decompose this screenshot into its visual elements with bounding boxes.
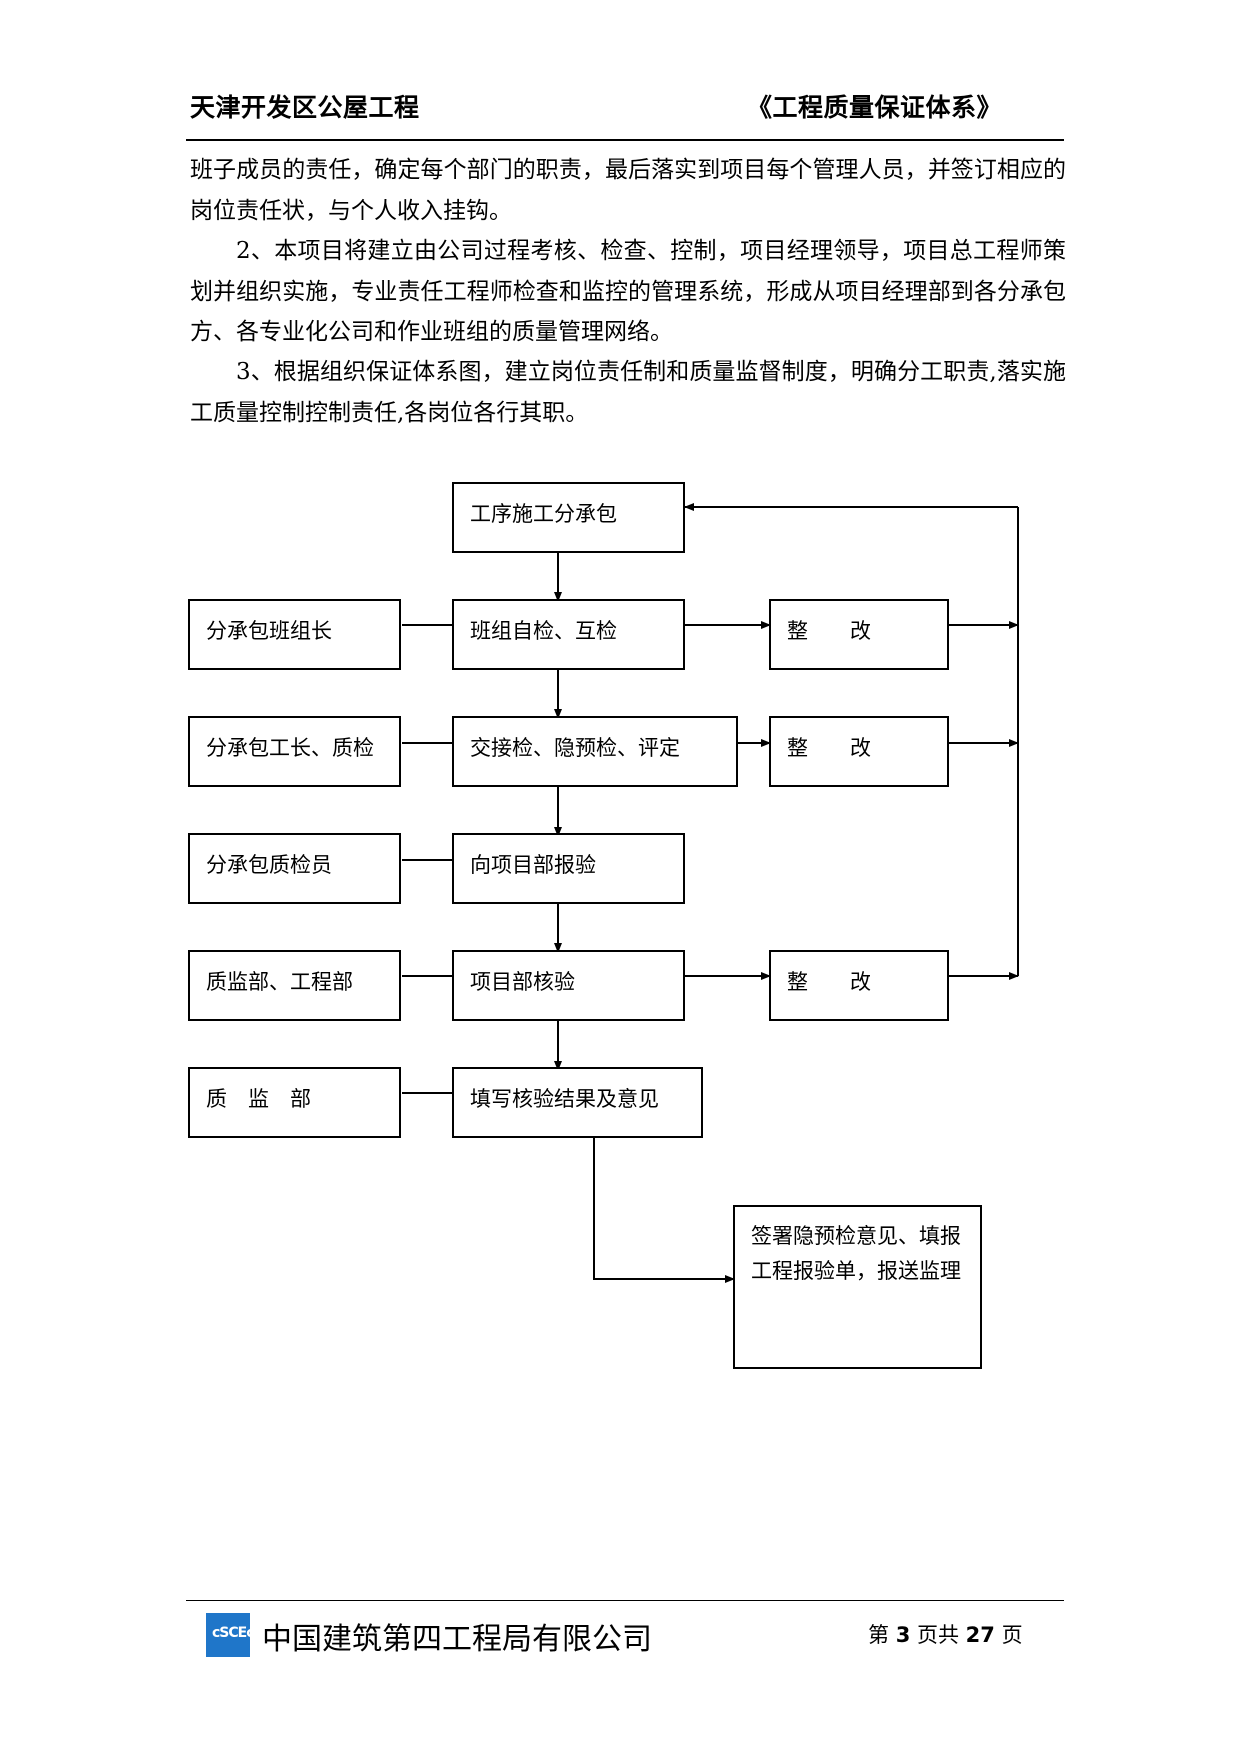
step-self-mutual-check-label: 班组自检、互检	[470, 619, 617, 643]
cscec-logo-text: cSCEc	[212, 1625, 255, 1641]
page-total: 27	[965, 1623, 995, 1647]
final-sign-report: 签署隐预检意见、填报工程报验单，报送监理	[733, 1205, 982, 1369]
header-document-title: 《工程质量保证体系》	[747, 93, 1003, 122]
footer-rule	[186, 1600, 1064, 1601]
footer-company-name: 中国建筑第四工程局有限公司	[262, 1622, 652, 1657]
rectify-box-3-label: 整 改	[787, 970, 871, 994]
role-qc-inspector: 分承包质检员	[188, 833, 401, 904]
role-team-leader-label: 分承包班组长	[206, 619, 332, 643]
header-project-title: 天津开发区公屋工程	[190, 93, 420, 122]
rectify-box-1-label: 整 改	[787, 619, 871, 643]
final-sign-report-label: 签署隐预检意见、填报工程报验单，报送监理	[751, 1224, 961, 1283]
rectify-box-2: 整 改	[769, 716, 949, 787]
page-current: 3	[895, 1623, 911, 1647]
step-report-to-project-label: 向项目部报验	[470, 853, 596, 877]
step-fill-results-label: 填写核验结果及意见	[470, 1087, 659, 1111]
page-suffix: 页	[994, 1623, 1023, 1647]
role-qc-inspector-label: 分承包质检员	[206, 853, 332, 877]
role-foreman-qc: 分承包工长、质检	[188, 716, 401, 787]
rectify-box-1: 整 改	[769, 599, 949, 670]
footer-page-number: 第 3 页共 27 页	[868, 1619, 1023, 1649]
body-paragraph-3: 3、根据组织保证体系图，建立岗位责任制和质量监督制度，明确分工职责,落实施工质量…	[190, 359, 1066, 426]
arrow-s6-final	[593, 1138, 735, 1283]
role-foreman-qc-label: 分承包工长、质检	[206, 736, 374, 760]
rectify-box-3: 整 改	[769, 950, 949, 1021]
body-paragraph-2: 2、本项目将建立由公司过程考核、检查、控制，项目经理领导，项目总工程师策划并组织…	[190, 238, 1066, 345]
role-team-leader: 分承包班组长	[188, 599, 401, 670]
step-project-verification-label: 项目部核验	[470, 970, 575, 994]
step-subcontract-process-label: 工序施工分承包	[470, 502, 617, 526]
step-self-mutual-check: 班组自检、互检	[452, 599, 685, 670]
step-handover-inspection-label: 交接检、隐预检、评定	[470, 736, 680, 760]
role-qc-engineering-dept-label: 质监部、工程部	[206, 970, 353, 994]
body-paragraph-1: 班子成员的责任，确定每个部门的职责，最后落实到项目每个管理人员，并签订相应的岗位…	[190, 157, 1066, 224]
cscec-logo: cSCEc	[206, 1613, 255, 1657]
page-mid: 页共	[910, 1623, 966, 1647]
role-qc-dept-label: 质 监 部	[206, 1087, 311, 1111]
step-fill-results: 填写核验结果及意见	[452, 1067, 703, 1138]
role-qc-engineering-dept: 质监部、工程部	[188, 950, 401, 1021]
step-handover-inspection: 交接检、隐预检、评定	[452, 716, 738, 787]
step-project-verification: 项目部核验	[452, 950, 685, 1021]
header-rule	[186, 139, 1064, 141]
role-qc-dept: 质 监 部	[188, 1067, 401, 1138]
page-prefix: 第	[868, 1623, 896, 1647]
step-subcontract-process: 工序施工分承包	[452, 482, 685, 553]
step-report-to-project: 向项目部报验	[452, 833, 685, 904]
rectify-box-2-label: 整 改	[787, 736, 871, 760]
